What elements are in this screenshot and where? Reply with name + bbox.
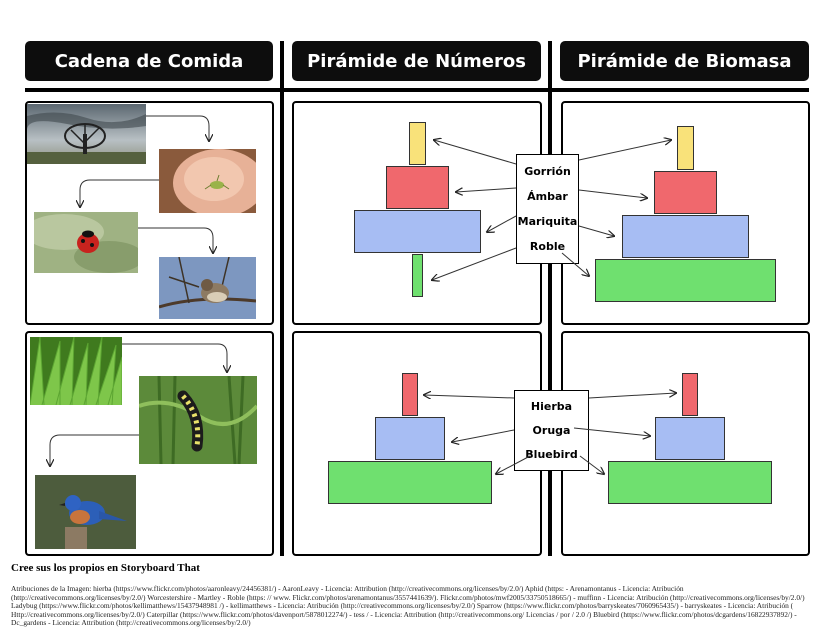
oak-block-biomass	[595, 259, 776, 302]
column-divider-left	[280, 41, 284, 556]
bluebird-block-number	[402, 373, 418, 416]
header-biomass-pyramid-text: Pirámide de Biomasa	[577, 50, 792, 72]
photo-bluebird	[35, 475, 136, 549]
label-roble: Roble	[529, 240, 566, 253]
header-number-pyramid: Pirámide de Números	[292, 41, 541, 81]
storyboard-credit: Cree sus los propios en Storyboard That	[11, 562, 200, 574]
upper-label-box: Gorrión Ámbar Mariquita Roble	[516, 154, 579, 264]
label-oruga: Oruga	[532, 423, 571, 437]
bluebird-block-biomass	[682, 373, 698, 416]
photo-aphid	[159, 149, 256, 213]
grass-block-number	[328, 461, 492, 504]
photo-ladybug	[34, 212, 138, 273]
grass-block-biomass	[608, 461, 772, 504]
caterpillar-block-biomass	[655, 417, 725, 460]
label-mariquita: Mariquita	[517, 215, 578, 228]
column-divider-right	[548, 41, 552, 556]
ladybug-block-biomass	[622, 215, 749, 258]
ladybug-block-number	[354, 210, 481, 253]
header-food-chain-text: Cadena de Comida	[54, 50, 244, 72]
photo-oak-tree	[27, 104, 146, 164]
label-gorrion: Gorrión	[524, 165, 571, 178]
aphid-block-biomass	[654, 171, 717, 214]
label-hierba: Hierba	[530, 400, 573, 414]
label-ambar: Ámbar	[527, 190, 568, 203]
sparrow-block-biomass	[677, 126, 694, 170]
photo-caterpillar	[139, 376, 257, 464]
oak-block-number	[412, 254, 423, 297]
image-attributions: Atribuciones de la Imagen: hierba (https…	[11, 584, 805, 628]
sparrow-block-number	[409, 122, 426, 165]
header-divider	[25, 88, 809, 92]
header-number-pyramid-text: Pirámide de Números	[307, 50, 526, 72]
lower-label-box: Hierba Oruga Bluebird	[514, 390, 589, 471]
photo-grass	[30, 337, 122, 405]
caterpillar-block-number	[375, 417, 445, 460]
photo-sparrow	[159, 257, 256, 319]
header-biomass-pyramid: Pirámide de Biomasa	[560, 41, 809, 81]
aphid-block-number	[386, 166, 449, 209]
header-food-chain: Cadena de Comida	[25, 41, 273, 81]
label-bluebird: Bluebird	[525, 447, 578, 461]
